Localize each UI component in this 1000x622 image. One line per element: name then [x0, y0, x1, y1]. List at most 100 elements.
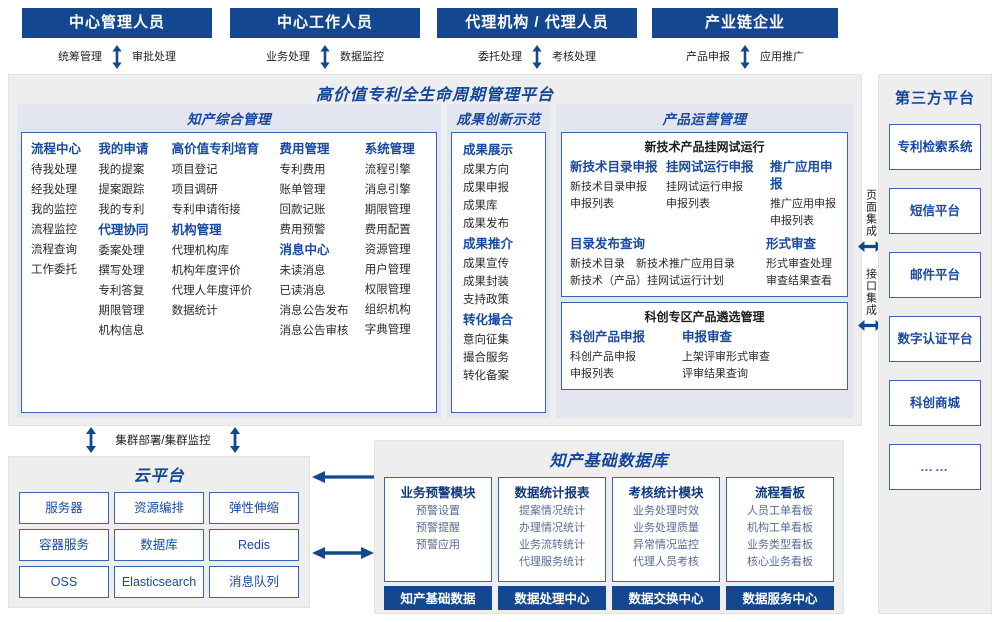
module-item[interactable]: 审查结果查看 [766, 275, 832, 287]
third-party-item-2[interactable]: 邮件平台 [889, 252, 981, 298]
module-item[interactable]: 字典管理 [364, 324, 411, 336]
module-heading[interactable]: 科创产品申报 [570, 330, 646, 344]
database-card-item[interactable]: 异常情况监控 [633, 539, 699, 551]
database-card-item[interactable]: 代理服务统计 [519, 556, 585, 568]
module-item[interactable]: 代理人年度评价 [171, 285, 253, 297]
module-item[interactable]: 成果申报 [463, 182, 509, 194]
module-heading[interactable]: 系统管理 [364, 142, 415, 156]
database-card-item[interactable]: 机构工单看板 [747, 522, 813, 534]
module-item[interactable]: 消息公告发布 [279, 305, 349, 317]
module-item[interactable]: 成果方向 [463, 164, 509, 176]
module-item[interactable]: 支持政策 [463, 294, 509, 306]
module-item[interactable]: 项目调研 [171, 184, 218, 196]
module-item[interactable]: 消息引擎 [364, 184, 411, 196]
cloud-cell-0[interactable]: 服务器 [19, 492, 109, 524]
module-item[interactable]: 推广应用申报 [770, 198, 836, 210]
database-card-item[interactable]: 提案情况统计 [519, 505, 585, 517]
module-item[interactable]: 撰写处理 [98, 265, 145, 277]
module-item[interactable]: 流程查询 [31, 244, 77, 256]
third-party-item-0[interactable]: 专利检索系统 [889, 124, 981, 170]
module-item[interactable]: 专利申请衔接 [171, 204, 241, 216]
database-card-item[interactable]: 业务处理时效 [633, 505, 699, 517]
third-party-item-5[interactable]: …… [889, 444, 981, 490]
module-item[interactable]: 科创产品申报 [570, 351, 636, 363]
module-heading[interactable]: 新技术目录申报 [570, 160, 658, 174]
module-heading[interactable]: 消息中心 [279, 243, 330, 257]
module-item[interactable]: 待我处理 [31, 164, 77, 176]
module-item[interactable]: 专利费用 [279, 164, 326, 176]
module-item[interactable]: 成果库 [463, 200, 498, 212]
module-item[interactable]: 我的提案 [98, 164, 145, 176]
module-heading[interactable]: 形式审查 [766, 237, 817, 251]
module-item[interactable]: 权限管理 [364, 284, 411, 296]
module-item[interactable]: 资源管理 [364, 244, 411, 256]
module-item[interactable]: 消息公告审核 [279, 325, 349, 337]
module-item[interactable]: 未读消息 [279, 265, 326, 277]
cloud-cell-2[interactable]: 弹性伸缩 [209, 492, 299, 524]
cloud-cell-4[interactable]: 数据库 [114, 529, 204, 561]
database-card-item[interactable]: 业务处理质量 [633, 522, 699, 534]
module-item[interactable]: 委案处理 [98, 245, 145, 257]
module-item[interactable]: 新技术目录申报 [570, 181, 647, 193]
module-heading[interactable]: 目录发布查询 [570, 237, 646, 251]
module-item[interactable]: 数据统计 [171, 305, 218, 317]
module-heading[interactable]: 推广应用申报 [770, 160, 833, 191]
database-card-item[interactable]: 办理情况统计 [519, 522, 585, 534]
cloud-cell-3[interactable]: 容器服务 [19, 529, 109, 561]
module-heading[interactable]: 转化撮合 [463, 313, 514, 327]
module-item[interactable]: 期限管理 [364, 204, 411, 216]
database-footer[interactable]: 数据交换中心 [612, 586, 720, 610]
database-footer[interactable]: 数据服务中心 [726, 586, 834, 610]
module-item[interactable]: 代理机构库 [171, 245, 230, 257]
database-card-item[interactable]: 核心业务看板 [747, 556, 813, 568]
module-item[interactable]: 账单管理 [279, 184, 326, 196]
module-item[interactable]: 成果封装 [463, 276, 509, 288]
module-item[interactable]: 提案跟踪 [98, 184, 145, 196]
module-item[interactable]: 形式审查处理 [766, 258, 832, 270]
cloud-cell-8[interactable]: 消息队列 [209, 566, 299, 598]
cloud-cell-5[interactable]: Redis [209, 529, 299, 561]
module-item[interactable]: 新技术（产品）挂网试运行计划 [570, 275, 724, 287]
database-card-item[interactable]: 业务类型看板 [747, 539, 813, 551]
module-heading[interactable]: 成果展示 [463, 143, 514, 157]
module-item[interactable]: 期限管理 [98, 305, 145, 317]
module-heading[interactable]: 代理协同 [98, 223, 149, 237]
module-item[interactable]: 我的专利 [98, 204, 145, 216]
module-heading[interactable]: 我的申请 [98, 142, 149, 156]
module-item[interactable]: 工作委托 [31, 264, 77, 276]
module-item[interactable]: 成果宣传 [463, 258, 509, 270]
cloud-cell-1[interactable]: 资源编排 [114, 492, 204, 524]
module-item[interactable]: 评审结果查询 [682, 368, 748, 380]
database-footer[interactable]: 知产基础数据 [384, 586, 492, 610]
module-item[interactable]: 新技术目录 新技术推广应用目录 [570, 258, 735, 270]
module-item[interactable]: 费用预警 [279, 224, 326, 236]
module-item[interactable]: 我的监控 [31, 204, 77, 216]
database-card-item[interactable]: 代理人员考核 [633, 556, 699, 568]
module-item[interactable]: 申报列表 [570, 198, 614, 210]
module-heading[interactable]: 成果推介 [463, 237, 514, 251]
module-heading[interactable]: 高价值专利培育 [171, 142, 260, 156]
database-card-item[interactable]: 业务流转统计 [519, 539, 585, 551]
module-item[interactable]: 申报列表 [770, 215, 814, 227]
module-item[interactable]: 项目登记 [171, 164, 218, 176]
database-card-item[interactable]: 预警设置 [416, 505, 460, 517]
database-card-item[interactable]: 预警提醒 [416, 522, 460, 534]
module-heading[interactable]: 流程中心 [31, 142, 82, 156]
cloud-cell-7[interactable]: Elasticsearch [114, 566, 204, 598]
database-footer[interactable]: 数据处理中心 [498, 586, 606, 610]
third-party-item-4[interactable]: 科创商城 [889, 380, 981, 426]
module-item[interactable]: 挂网试运行申报 [666, 181, 743, 193]
module-item[interactable]: 机构年度评价 [171, 265, 241, 277]
module-item[interactable]: 成果发布 [463, 218, 509, 230]
module-item[interactable]: 申报列表 [570, 368, 614, 380]
module-item[interactable]: 回款记账 [279, 204, 326, 216]
module-item[interactable]: 费用配置 [364, 224, 411, 236]
module-item[interactable]: 用户管理 [364, 264, 411, 276]
module-item[interactable]: 上架评审形式审查 [682, 351, 770, 363]
module-heading[interactable]: 挂网试运行申报 [666, 160, 754, 174]
module-item[interactable]: 意向征集 [463, 334, 509, 346]
module-heading[interactable]: 申报审查 [682, 330, 733, 344]
module-item[interactable]: 组织机构 [364, 304, 411, 316]
module-item[interactable]: 专利答复 [98, 285, 145, 297]
cloud-cell-6[interactable]: OSS [19, 566, 109, 598]
